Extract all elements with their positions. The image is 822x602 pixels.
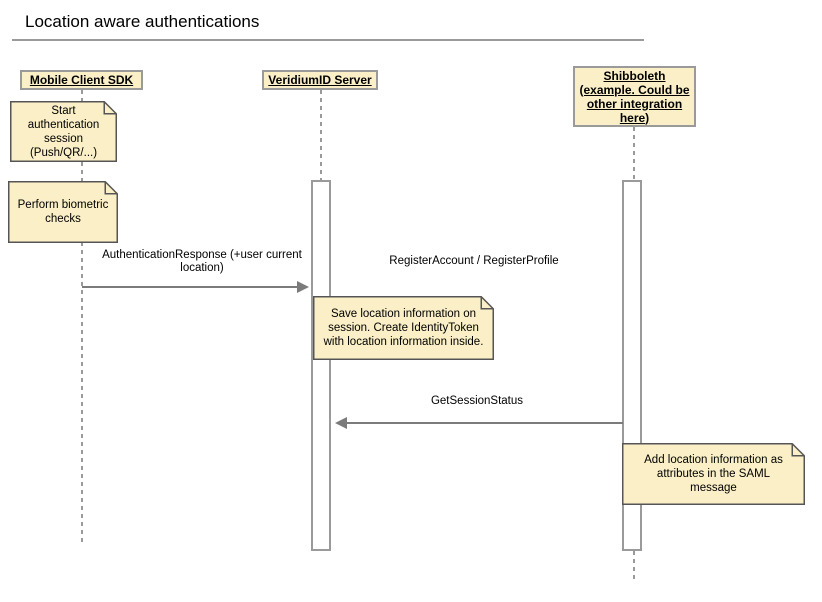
- message-label-get-session-status: GetSessionStatus: [430, 395, 524, 407]
- participant-mobile-client-sdk: Mobile Client SDK: [20, 70, 143, 90]
- note-save-location-information: Save location information on session. Cr…: [313, 296, 494, 360]
- message-label-register-account: RegisterAccount / RegisterProfile: [389, 255, 559, 267]
- note-start-authentication: Start authentication session (Push/QR/..…: [10, 101, 117, 162]
- lifeline-shibboleth-lower: [633, 551, 635, 582]
- note-text: Save location information on session. Cr…: [323, 308, 484, 348]
- note-shape-icon: [8, 181, 118, 243]
- title-underline: [12, 39, 644, 41]
- note-text: Add location information as attributes i…: [644, 454, 783, 494]
- lifeline-mobile-client-sdk: [81, 90, 83, 543]
- participant-label: Shibboleth (example. Could be other inte…: [579, 68, 690, 125]
- message-arrow-authentication-response: [82, 286, 297, 288]
- participant-shibboleth: Shibboleth (example. Could be other inte…: [573, 66, 696, 127]
- message-arrow-get-session-status: [347, 422, 623, 424]
- participant-label: VeridiumID Server: [268, 73, 372, 87]
- lifeline-shibboleth-upper: [633, 127, 635, 182]
- message-label-authentication-response: AuthenticationResponse (+user current lo…: [102, 249, 302, 274]
- participant-veridiumid-server: VeridiumID Server: [262, 70, 378, 90]
- diagram-title: Location aware authentications: [25, 12, 260, 31]
- note-text: Start authentication session (Push/QR/..…: [27, 104, 100, 159]
- arrowhead-left-icon: [335, 417, 347, 429]
- note-text: Perform biometric checks: [17, 199, 109, 225]
- note-shape-icon: [313, 296, 494, 360]
- arrowhead-right-icon: [297, 281, 309, 293]
- participant-label: Mobile Client SDK: [29, 73, 134, 87]
- note-shape-icon: [10, 101, 117, 162]
- lifeline-veridiumid-server: [320, 90, 322, 182]
- note-add-location-attributes: Add location information as attributes i…: [622, 443, 805, 505]
- note-shape-icon: [622, 443, 805, 505]
- activation-bar-veridiumid-server: [311, 180, 331, 551]
- note-perform-biometric-checks: Perform biometric checks: [8, 181, 118, 243]
